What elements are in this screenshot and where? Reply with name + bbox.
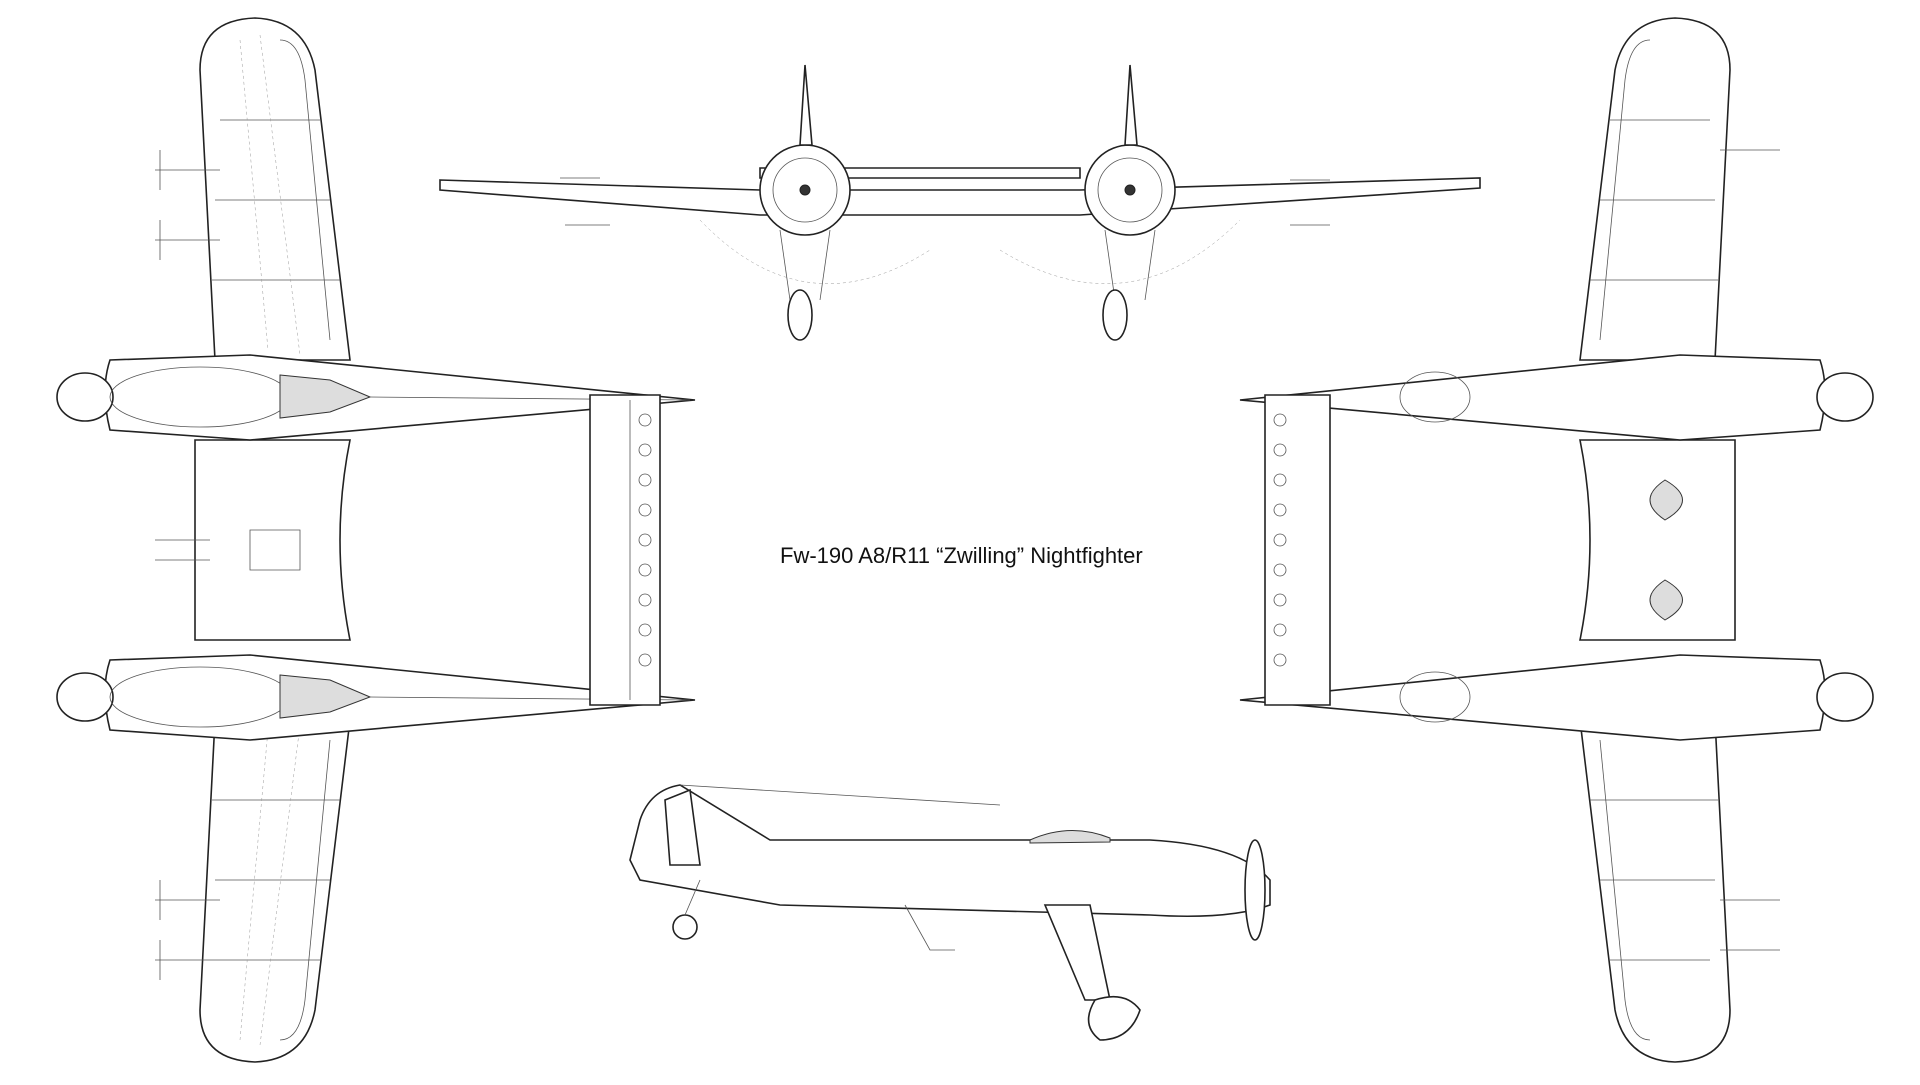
front-view: [439, 64, 1481, 341]
bottom-view: [1239, 17, 1874, 1063]
drawing-title: Fw-190 A8/R11 “Zwilling” Nightfighter: [780, 543, 1143, 568]
side-view: [629, 784, 1271, 1041]
top-view: [56, 17, 696, 1063]
